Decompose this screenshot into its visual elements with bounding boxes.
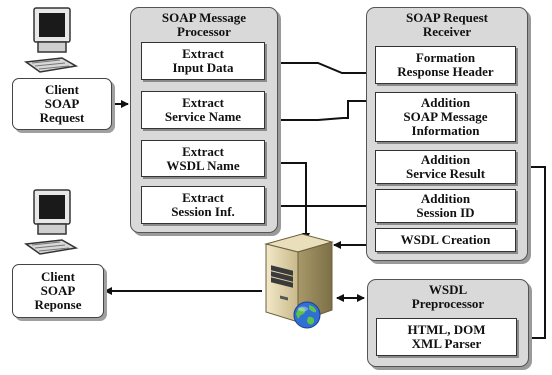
box-line: Service Name: [164, 109, 242, 124]
box-line: Extract: [182, 143, 224, 159]
client-request-line: Request: [39, 110, 85, 125]
box-line: Response Header: [397, 64, 494, 79]
box-line: Addition: [420, 191, 471, 206]
arrow-wsdl-name: [266, 162, 310, 241]
processor-title-line: Processor: [177, 24, 231, 39]
preprocessor-title-line: WSDL: [428, 282, 468, 297]
extract-input-data: Extract Input Data: [141, 42, 265, 80]
client-response-line: Client: [41, 269, 75, 284]
box-line: WSDL Creation: [400, 232, 491, 247]
processor-title: SOAP Message Processor: [131, 11, 277, 39]
client-request-line: SOAP: [44, 96, 80, 111]
box-line: Extract: [182, 190, 224, 205]
addition-service-result: Addition Service Result: [375, 150, 516, 184]
wsdl-creation: WSDL Creation: [375, 228, 516, 252]
globe-icon: [293, 301, 321, 329]
receiver-title-line: SOAP Request: [406, 10, 488, 25]
box-line: Session ID: [416, 205, 475, 220]
addition-soap-message-information: Addition SOAP Message Information: [375, 92, 516, 142]
addition-session-id: Addition Session ID: [375, 189, 516, 223]
receiver-title-line: Receiver: [422, 24, 472, 39]
box-line: Addition: [420, 95, 471, 110]
client-soap-request: Client SOAP Request: [12, 78, 112, 130]
html-dom-xml-parser: HTML, DOM XML Parser: [376, 318, 517, 356]
box-line: Session Inf.: [171, 204, 235, 219]
server-icon: [264, 233, 334, 323]
computer-icon: [23, 7, 79, 73]
arrow-service-name: [266, 97, 377, 121]
box-line: Extract: [182, 95, 224, 110]
box-line: SOAP Message: [403, 109, 488, 124]
box-line: Input Data: [172, 60, 234, 75]
box-line: Extract: [182, 46, 224, 61]
receiver-title: SOAP Request Receiver: [367, 11, 527, 39]
computer-icon: [23, 189, 79, 255]
processor-title-line: SOAP Message: [161, 10, 247, 25]
extract-session-info: Extract Session Inf.: [141, 186, 265, 224]
arrow-preprocessor-to-result: [517, 163, 546, 339]
box-line: HTML, DOM: [407, 322, 486, 337]
client-response-line: SOAP: [40, 283, 76, 298]
preprocessor-title: WSDL Preprocessor: [368, 283, 528, 311]
box-line: Addition: [420, 152, 471, 167]
box-line: WSDL Name: [166, 157, 240, 173]
box-line: Formation: [415, 50, 476, 65]
formation-response-header: Formation Response Header: [375, 46, 516, 84]
box-line: Information: [411, 123, 480, 138]
box-line: XML Parser: [411, 336, 482, 351]
preprocessor-title-line: Preprocessor: [411, 296, 485, 311]
client-soap-response: Client SOAP Reponse: [12, 264, 104, 318]
box-line: Service Result: [405, 166, 486, 181]
client-response-line: Reponse: [34, 297, 82, 312]
arrow-input-data: [266, 62, 377, 77]
extract-service-name: Extract Service Name: [141, 91, 265, 129]
extract-wsdl-name: Extract WSDL Name: [141, 140, 265, 177]
client-request-line: Client: [45, 82, 79, 97]
